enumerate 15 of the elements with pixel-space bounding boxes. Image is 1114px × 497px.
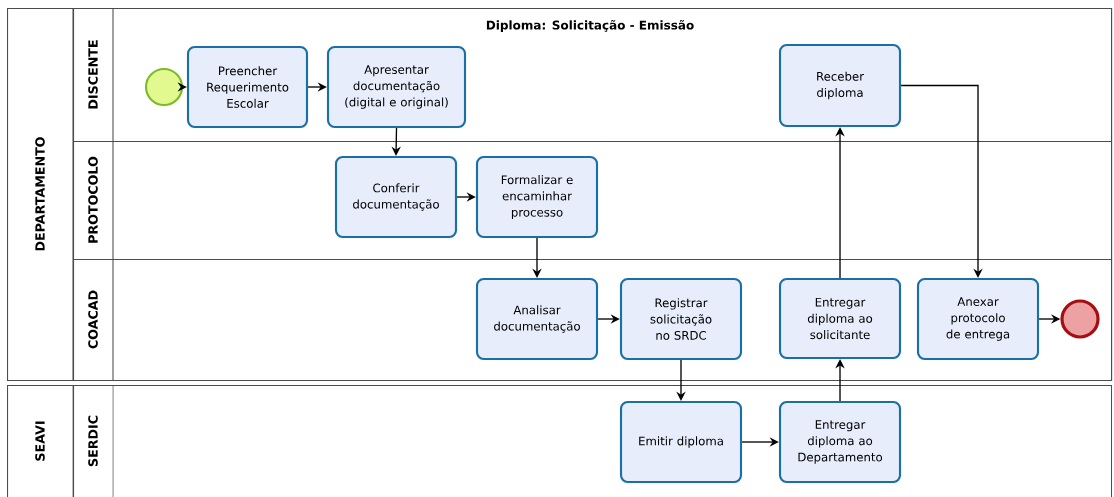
task-box: Emitir diploma — [619, 400, 743, 484]
task-box: Anexar protocolo de entrega — [916, 277, 1040, 361]
end-event-circle — [1060, 299, 1100, 339]
task-box: Entregar diploma ao Departamento — [778, 400, 902, 484]
arrow — [900, 84, 983, 278]
start-event-circle — [144, 67, 184, 107]
task-box: Analisar documentação — [475, 277, 599, 361]
task-box: Entregar diploma ao solicitante — [778, 277, 902, 360]
task-box: Preencher Requerimento Escolar — [186, 45, 309, 129]
task-box: Apresentar documentação (digital e original) — [326, 45, 467, 129]
task-box: Conferir documentação — [334, 155, 458, 239]
diagram-title: Diploma: Solicitação - Emissão — [486, 20, 694, 32]
task-box: Receber diploma — [778, 43, 902, 128]
task-box: Formalizar e encaminhar processo — [475, 155, 599, 239]
task-box: Registrar solicitação no SRDC — [619, 277, 743, 361]
